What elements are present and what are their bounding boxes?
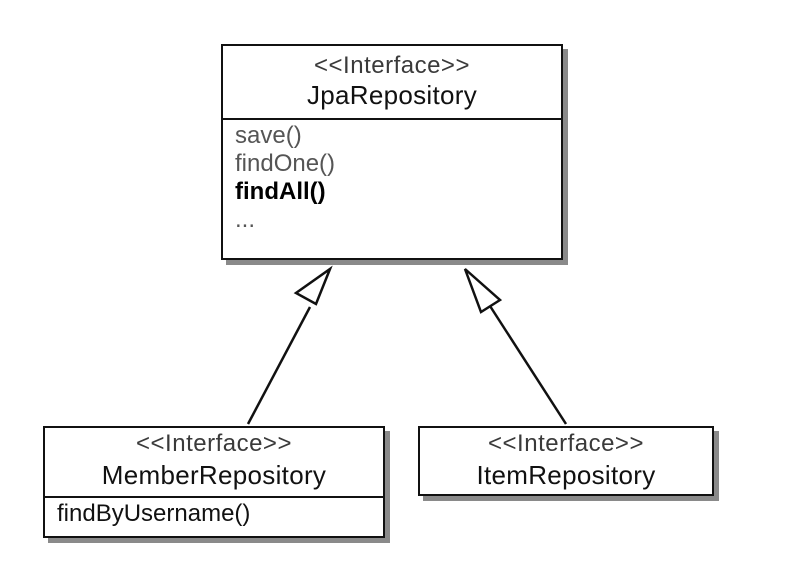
item-repository-class: <<Interface>> ItemRepository [418, 426, 714, 496]
jpa-repository-header: <<Interface>> JpaRepository [223, 46, 561, 118]
jpa-repository-class: <<Interface>> JpaRepository save() findO… [221, 44, 563, 260]
method-ellipsis: ... [235, 206, 256, 233]
member-stereotype: <<Interface>> [136, 430, 292, 457]
item-repository-header: <<Interface>> ItemRepository [420, 428, 712, 492]
member-methods: findByUsername() [45, 496, 383, 528]
member-extends-jpa-arrow [246, 265, 333, 425]
jpa-class-name: JpaRepository [306, 80, 478, 110]
jpa-methods: save() findOne() findAll() ... [223, 118, 561, 234]
method-save: save() [235, 122, 302, 149]
jpa-stereotype: <<Interface>> [314, 52, 470, 79]
member-class-name: MemberRepository [101, 460, 327, 490]
method-find-all: findAll() [235, 178, 326, 205]
item-class-name: ItemRepository [476, 460, 656, 490]
method-find-one: findOne() [235, 150, 336, 177]
member-repository-header: <<Interface>> MemberRepository [45, 428, 383, 496]
item-stereotype: <<Interface>> [488, 430, 644, 457]
member-repository-class: <<Interface>> MemberRepository findByUse… [43, 426, 385, 538]
method-find-by-username: findByUsername() [57, 500, 251, 527]
item-extends-jpa-arrow [463, 268, 568, 425]
